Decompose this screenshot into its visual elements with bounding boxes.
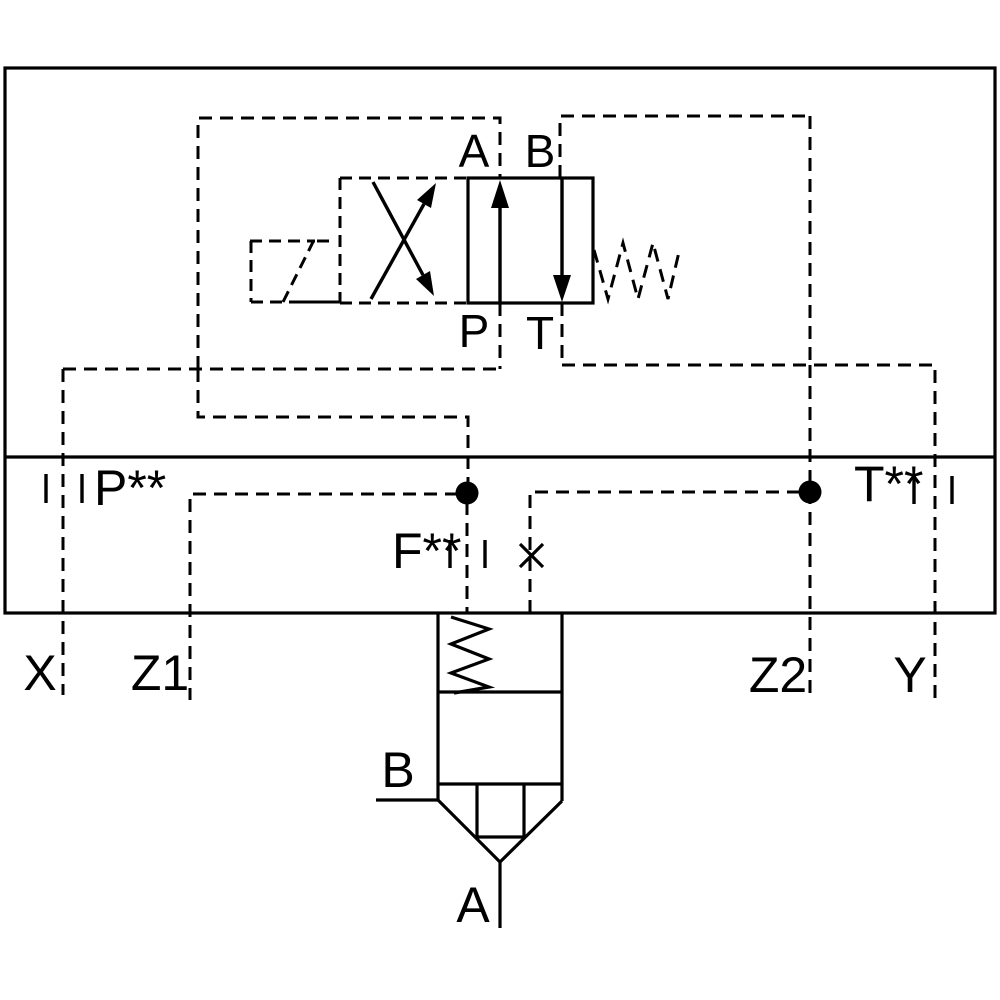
label-port-y: Y bbox=[893, 647, 926, 703]
junction-dot-left bbox=[455, 481, 479, 505]
label-port-f-star: F** bbox=[392, 523, 461, 579]
flow-arrow-up-head bbox=[491, 180, 509, 208]
valve-position-active bbox=[466, 176, 595, 305]
port-tick-marks bbox=[44, 474, 954, 568]
label-port-p-star: P** bbox=[94, 460, 166, 516]
pilot-line-a-channel bbox=[196, 369, 470, 484]
label-port-x: X bbox=[23, 645, 56, 701]
crossed-arrow-1-head bbox=[417, 183, 436, 208]
label-port-z1: Z1 bbox=[131, 645, 189, 701]
label-pilot-port-t: T bbox=[526, 307, 554, 359]
label-pilot-port-p: P bbox=[459, 305, 490, 357]
pilot-line-t-plugged bbox=[528, 490, 800, 613]
pilot-line-z1 bbox=[188, 492, 458, 700]
plug-symbol bbox=[518, 542, 545, 569]
poppet-seat-right bbox=[498, 799, 564, 864]
flow-arrow-down-head bbox=[553, 275, 571, 302]
label-pilot-port-b: B bbox=[525, 125, 556, 177]
pilot-directional-valve bbox=[249, 176, 595, 305]
plug-stroke-2 bbox=[518, 542, 545, 569]
label-pilot-port-a: A bbox=[459, 125, 490, 177]
cartridge-valve bbox=[376, 613, 564, 928]
poppet-nose bbox=[475, 784, 526, 839]
labels: A B P T P** T** F** X Z1 Z2 Y B A bbox=[23, 125, 926, 933]
pilot-valve-enclosure-left bbox=[196, 116, 502, 369]
crossed-arrow-1 bbox=[369, 203, 426, 300]
pilot-line-y bbox=[562, 363, 937, 700]
crossed-arrow-2 bbox=[371, 181, 425, 276]
pilot-lines bbox=[61, 114, 937, 700]
label-port-z2: Z2 bbox=[749, 647, 807, 703]
crossed-arrow-2-head bbox=[416, 271, 434, 296]
label-cartridge-port-b: B bbox=[381, 742, 414, 798]
label-cartridge-port-a: A bbox=[456, 877, 490, 933]
plate-rect bbox=[3, 66, 997, 615]
solenoid bbox=[249, 239, 336, 304]
cartridge-spring bbox=[446, 615, 496, 695]
pilot-valve-spring bbox=[592, 237, 681, 305]
valve-position-crossed bbox=[338, 176, 468, 305]
label-port-t-star: T** bbox=[854, 456, 923, 512]
manifold-plate-outline bbox=[3, 66, 997, 615]
solenoid-diagonal bbox=[281, 241, 315, 303]
spring-enclosure-top bbox=[558, 114, 810, 178]
poppet-seat-left bbox=[436, 798, 502, 864]
junction-dot-right bbox=[798, 480, 822, 504]
